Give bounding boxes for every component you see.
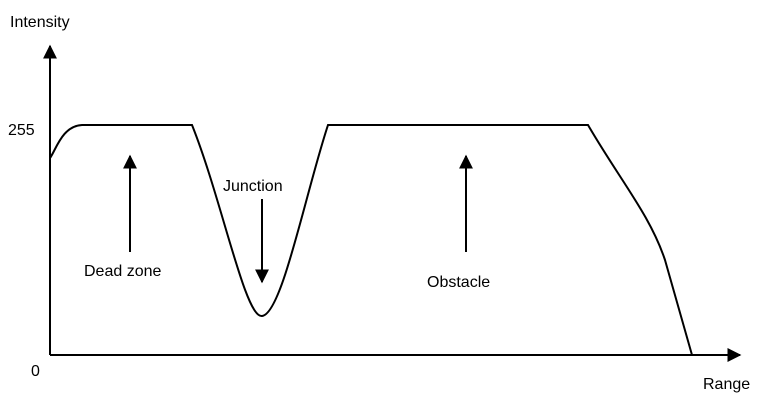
origin-tick: 0	[31, 363, 40, 380]
obstacle-label: Obstacle	[427, 274, 490, 291]
y-axis-label: Intensity	[10, 14, 70, 31]
x-axis-label: Range	[703, 376, 750, 393]
junction-label: Junction	[223, 178, 283, 195]
dead-zone-label: Dead zone	[84, 263, 161, 280]
y-axis-max-tick: 255	[8, 122, 35, 139]
intensity-curve	[49, 124, 693, 356]
